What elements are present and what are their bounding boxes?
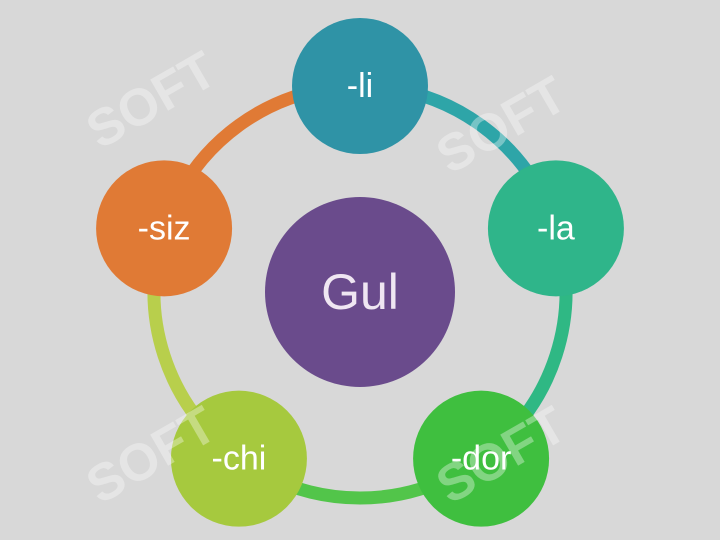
watermark-logo: SOFT [77, 41, 226, 161]
satellite-node: -chi [170, 390, 307, 527]
satellite-node-circle [487, 160, 624, 297]
satellite-node-label: -li [347, 67, 373, 105]
nodes-layer: -li -la -dor -chi -siz [96, 18, 624, 527]
satellite-node: -li [292, 18, 428, 154]
center-node-circle [265, 197, 455, 387]
center-node-label: Gul [321, 264, 399, 320]
satellite-node-circle [292, 18, 428, 154]
center-node: Gul [265, 197, 455, 387]
satellite-node-label: -dor [451, 440, 511, 478]
satellite-node-label: -chi [212, 440, 267, 478]
satellite-node: -la [487, 160, 624, 297]
satellite-node: -siz [96, 160, 233, 297]
satellite-node-label: -siz [138, 209, 191, 247]
satellite-node: -dor [413, 390, 550, 527]
satellite-node-circle [413, 390, 550, 527]
satellite-node-circle [96, 160, 233, 297]
satellite-node-label: -la [537, 209, 575, 247]
satellite-node-circle [170, 390, 307, 527]
